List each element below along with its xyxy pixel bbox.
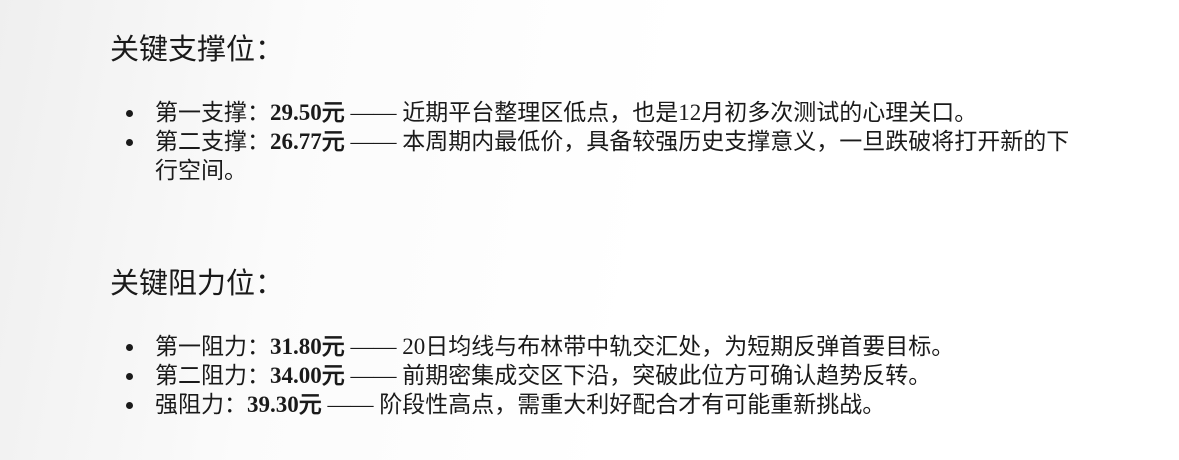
- item-desc: —— 阶段性高点，需重大利好配合才有可能重新挑战。: [321, 392, 886, 417]
- list-item: 第二阻力：34.00元 —— 前期密集成交区下沿，突破此位方可确认趋势反转。: [110, 361, 1085, 390]
- bullet-icon: [126, 373, 133, 380]
- item-label: 第二阻力：: [155, 363, 270, 388]
- item-value: 29.50元: [270, 100, 345, 125]
- item-label: 第一支撑：: [155, 100, 270, 125]
- bullet-icon: [126, 139, 133, 146]
- item-desc: —— 近期平台整理区低点，也是12月初多次测试的心理关口。: [344, 100, 978, 125]
- item-label: 第一阻力：: [155, 334, 270, 359]
- bullet-icon: [126, 110, 133, 117]
- support-heading: 关键支撑位：: [110, 34, 285, 66]
- resistance-heading: 关键阻力位：: [110, 268, 285, 300]
- item-value: 26.77元: [270, 129, 345, 154]
- item-value: 31.80元: [270, 334, 345, 359]
- list-item: 第二支撑：26.77元 —— 本周期内最低价，具备较强历史支撑意义，一旦跌破将打…: [110, 127, 1085, 185]
- item-value: 34.00元: [270, 363, 345, 388]
- item-label: 强阻力：: [155, 392, 247, 417]
- resistance-list: 第一阻力：31.80元 —— 20日均线与布林带中轨交汇处，为短期反弹首要目标。…: [110, 332, 1090, 419]
- support-list: 第一支撑：29.50元 —— 近期平台整理区低点，也是12月初多次测试的心理关口…: [110, 98, 1090, 185]
- item-desc: —— 前期密集成交区下沿，突破此位方可确认趋势反转。: [344, 363, 932, 388]
- item-desc: —— 20日均线与布林带中轨交汇处，为短期反弹首要目标。: [344, 334, 955, 359]
- list-item: 第一阻力：31.80元 —— 20日均线与布林带中轨交汇处，为短期反弹首要目标。: [110, 332, 1085, 361]
- bullet-icon: [126, 402, 133, 409]
- item-label: 第二支撑：: [155, 129, 270, 154]
- item-desc: —— 本周期内最低价，具备较强历史支撑意义，一旦跌破将打开新的下行空间。: [155, 129, 1070, 183]
- bullet-icon: [126, 344, 133, 351]
- list-item: 强阻力：39.30元 —— 阶段性高点，需重大利好配合才有可能重新挑战。: [110, 390, 1085, 419]
- list-item: 第一支撑：29.50元 —— 近期平台整理区低点，也是12月初多次测试的心理关口…: [110, 98, 1085, 127]
- item-value: 39.30元: [247, 392, 322, 417]
